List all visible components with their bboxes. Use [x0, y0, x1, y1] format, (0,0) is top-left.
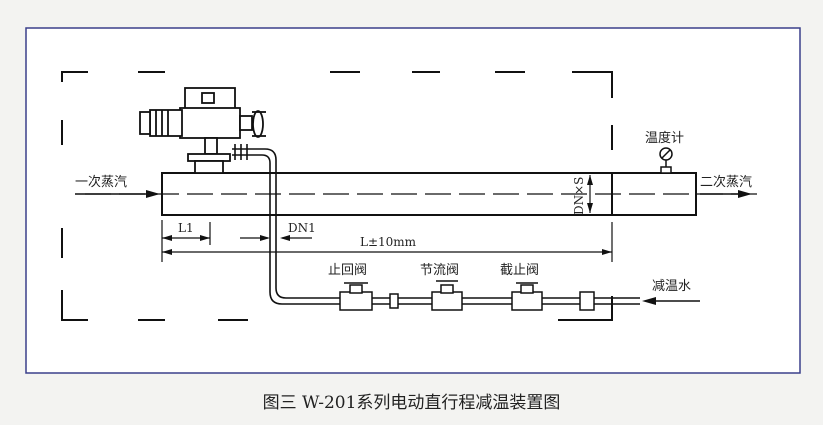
dimension-arrowheads — [162, 175, 612, 255]
primary-steam-label: 一次蒸汽 — [75, 174, 127, 190]
dim-dn-label: DN×S — [572, 177, 586, 215]
check-valve — [339, 282, 373, 311]
figure-caption: 图三 W-201系列电动直行程减温装置图 — [262, 393, 561, 413]
electric-actuator — [139, 87, 266, 174]
stop-valve-label: 截止阀 — [500, 263, 539, 278]
pipe-flange — [389, 291, 595, 311]
secondary-steam-label: 二次蒸汽 — [700, 174, 752, 190]
thermometer-label: 温度计 — [645, 130, 684, 146]
throttle-valve-label: 节流阀 — [420, 263, 459, 278]
primary-steam-arrow — [75, 190, 160, 198]
thermometer-icon — [659, 147, 673, 174]
dim-l-label: L±10mm — [360, 235, 417, 249]
cooling-water-label: 减温水 — [652, 279, 691, 294]
dim-l1-label: L1 — [178, 221, 194, 235]
throttle-valve — [431, 280, 463, 311]
stop-valve — [511, 282, 543, 311]
cooling-water-arrow — [642, 297, 700, 305]
secondary-steam-arrow — [700, 190, 752, 198]
check-valve-label: 止回阀 — [328, 263, 367, 278]
dim-dn1-label: DN1 — [288, 221, 316, 235]
